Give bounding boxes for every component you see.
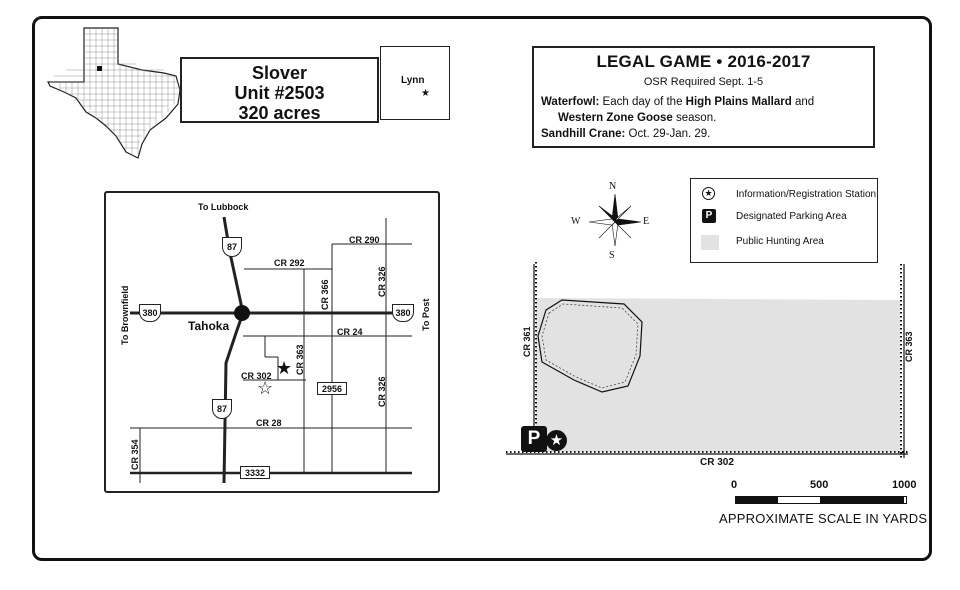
label-to-brownfield: To Brownfield	[120, 285, 130, 345]
unit-title-box: Slover Unit #2503 320 acres	[180, 57, 379, 123]
scale-tick-0: 0	[731, 479, 738, 491]
unit-acres: 320 acres	[238, 103, 321, 123]
unit-location-outline-star-icon: ☆	[257, 378, 274, 398]
waterfowl-line-1: Waterfowl: Each day of the High Plains M…	[541, 96, 814, 108]
legend-public-hunting: Public Hunting Area	[736, 236, 824, 247]
label-to-post: To Post	[421, 298, 431, 331]
label-cr366: CR 366	[320, 279, 330, 310]
info-station-icon: ★	[546, 430, 567, 451]
label-detail-cr363: CR 363	[904, 331, 914, 362]
crane-label: Sandhill Crane:	[541, 128, 626, 140]
vicinity-roads	[130, 216, 412, 484]
label-tahoka: Tahoka	[188, 319, 230, 333]
unit-number: Unit #2503	[234, 83, 325, 103]
sandhill-crane-line: Sandhill Crane: Oct. 29-Jan. 29.	[541, 128, 710, 140]
star-icon: ★	[421, 88, 430, 99]
scale-bar	[735, 496, 907, 504]
unit-location-marker	[97, 66, 102, 71]
label-detail-cr361: CR 361	[522, 326, 532, 357]
parking-area-icon: P	[521, 426, 547, 452]
label-cr326-north: CR 326	[377, 266, 387, 297]
scale-tick-500: 500	[810, 479, 829, 491]
scale-tick-1000: 1000	[892, 479, 917, 491]
parking-legend-icon: P	[702, 209, 716, 223]
label-detail-cr302: CR 302	[700, 457, 734, 468]
scale-bar-segment-1	[736, 497, 778, 503]
scale-bar-segment-3	[820, 497, 904, 503]
legal-game-title: LEGAL GAME • 2016-2017	[596, 52, 811, 71]
osr-notice: OSR Required Sept. 1-5	[643, 76, 764, 88]
label-to-lubbock: To Lubbock	[198, 202, 249, 212]
unit-name: Slover	[251, 63, 308, 83]
waterfowl-season-goose: Western Zone Goose	[558, 112, 673, 124]
label-cr292: CR 292	[274, 258, 305, 268]
crane-dates: Oct. 29-Jan. 29.	[625, 128, 711, 140]
info-station-star-icon: ★	[276, 358, 293, 378]
waterfowl-text-season: season.	[672, 112, 717, 124]
highway-shield-87-south: 87	[212, 399, 232, 419]
county-name: Lynn	[401, 75, 425, 86]
highway-shield-380-east: 380	[392, 304, 414, 322]
label-cr354: CR 354	[130, 439, 140, 470]
waterfowl-label: Waterfowl:	[541, 96, 600, 108]
waterfowl-line-2: Western Zone Goose season.	[558, 112, 716, 124]
highway-shield-87-north: 87	[222, 237, 242, 257]
label-fm2956: 2956	[317, 382, 347, 395]
compass-south: S	[609, 250, 615, 261]
compass-north: N	[609, 181, 617, 192]
vicinity-map: To Lubbock To Brownfield To Post Tahoka …	[104, 191, 440, 493]
waterfowl-text: Each day of the	[599, 96, 686, 108]
public-hunting-legend-swatch	[701, 235, 719, 250]
unit-detail-map	[506, 262, 908, 458]
label-cr326-south: CR 326	[377, 376, 387, 407]
compass-rose-icon	[588, 193, 642, 247]
texas-locator-map	[47, 27, 181, 159]
compass-east: E	[643, 216, 650, 227]
label-fm3332: 3332	[240, 466, 270, 479]
county-locator: Lynn ★	[380, 46, 450, 120]
legend-parking: Designated Parking Area	[736, 211, 847, 222]
highway-shield-380-west: 380	[139, 304, 161, 322]
label-cr363: CR 363	[295, 344, 305, 375]
label-cr290: CR 290	[349, 235, 380, 245]
info-station-legend-icon: ★	[702, 187, 715, 200]
waterfowl-season-mallard: High Plains Mallard	[685, 96, 792, 108]
legal-game-box: LEGAL GAME • 2016-2017 OSR Required Sept…	[532, 46, 875, 148]
legend-info-station: Information/Registration Station	[736, 189, 877, 200]
compass-west: W	[571, 216, 581, 227]
map-legend: ★ Information/Registration Station P Des…	[690, 178, 878, 263]
playa-lake-outline	[537, 299, 643, 393]
scale-caption: APPROXIMATE SCALE IN YARDS	[719, 511, 928, 526]
waterfowl-text-and: and	[791, 96, 815, 108]
label-cr28: CR 28	[256, 418, 282, 428]
label-cr24: CR 24	[337, 327, 363, 337]
label-cr302: CR 302	[241, 371, 272, 381]
